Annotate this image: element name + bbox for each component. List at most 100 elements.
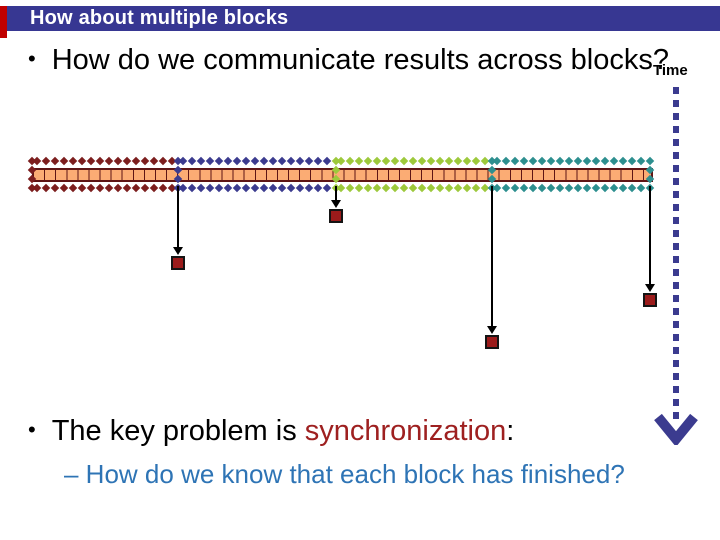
block-3-diamond-bottom <box>354 183 364 193</box>
block-1-diamond-top <box>149 156 159 166</box>
block-2-diamond-bottom <box>241 183 251 193</box>
block-2-diamond-bottom <box>223 183 233 193</box>
block-boundary-diamond <box>645 183 655 193</box>
slide-title: How about multiple blocks <box>30 7 289 29</box>
left-accent-strip <box>0 6 7 38</box>
block-2-diamond-top <box>295 156 305 166</box>
block-4-diamond-top <box>627 156 637 166</box>
block-1-diamond-bottom <box>59 183 69 193</box>
block-finish-arrow-head <box>645 284 655 292</box>
time-arrow-dash <box>673 152 679 159</box>
block-4-diamond-bottom <box>564 183 574 193</box>
bullet-key-problem-prefix: The key problem is <box>51 415 305 447</box>
block-boundary-diamond <box>331 165 341 175</box>
sub-bullet-finished-question: – How do we know that each block has fin… <box>64 459 625 489</box>
block-4-diamond-top <box>618 156 628 166</box>
block-1-diamond-bottom <box>140 183 150 193</box>
bullet-communicate-text: How do we communicate results across blo… <box>51 44 670 76</box>
block-3-diamond-top <box>471 156 481 166</box>
block-boundary-diamond <box>487 174 497 184</box>
block-2-diamond-bottom <box>178 183 188 193</box>
block-4-diamond-top <box>546 156 556 166</box>
bullet-key-problem-suffix: : <box>506 415 515 447</box>
block-3-diamond-bottom <box>417 183 427 193</box>
block-1-diamond-top <box>122 156 132 166</box>
block-4-diamond-top <box>636 156 646 166</box>
block-2-diamond-bottom <box>187 183 197 193</box>
block-2-diamond-top <box>205 156 215 166</box>
block-3-diamond-bottom <box>372 183 382 193</box>
block-4-diamond-top <box>555 156 565 166</box>
block-4-diamond-bottom <box>636 183 646 193</box>
block-2-diamond-bottom <box>322 183 332 193</box>
time-arrow-dash <box>673 113 679 120</box>
block-2-diamond-top <box>250 156 260 166</box>
block-3-diamond-top <box>435 156 445 166</box>
block-3-diamond-bottom <box>453 183 463 193</box>
block-1-diamond-top <box>41 156 51 166</box>
block-2-diamond-top <box>259 156 269 166</box>
block-3-diamond-bottom <box>462 183 472 193</box>
block-4-diamond-bottom <box>591 183 601 193</box>
block-boundary-diamond <box>173 183 183 193</box>
block-1-diamond-top <box>104 156 114 166</box>
block-2-diamond-top <box>214 156 224 166</box>
block-finish-arrow-line <box>177 186 179 247</box>
block-finish-arrow-line <box>491 186 493 326</box>
block-4-diamond-top <box>591 156 601 166</box>
time-arrow-dash <box>673 334 679 341</box>
block-3-diamond-top <box>399 156 409 166</box>
time-arrow-dash <box>673 308 679 315</box>
block-1-diamond-top <box>95 156 105 166</box>
time-arrow-dash <box>673 217 679 224</box>
block-4-diamond-bottom <box>573 183 583 193</box>
block-4-diamond-bottom <box>609 183 619 193</box>
block-3-diamond-top <box>345 156 355 166</box>
block-4-diamond-top <box>582 156 592 166</box>
block-3-diamond-bottom <box>399 183 409 193</box>
block-2-diamond-top <box>277 156 287 166</box>
block-2-diamond-top <box>268 156 278 166</box>
bullet-communicate: •How do we communicate results across bl… <box>28 44 669 77</box>
time-arrow-dash <box>673 243 679 250</box>
time-arrow-dash <box>673 100 679 107</box>
block-4-diamond-bottom <box>627 183 637 193</box>
block-4-diamond-bottom <box>528 183 538 193</box>
block-2-diamond-top <box>313 156 323 166</box>
time-arrow-dash <box>673 399 679 406</box>
block-boundary-diamond <box>27 156 37 166</box>
block-3-diamond-top <box>417 156 427 166</box>
time-axis-label: Time <box>653 62 688 79</box>
block-4-diamond-bottom <box>582 183 592 193</box>
block-3-diamond-top <box>444 156 454 166</box>
block-1-diamond-top <box>158 156 168 166</box>
block-4-diamond-bottom <box>492 183 502 193</box>
block-1-diamond-bottom <box>104 183 114 193</box>
block-2-diamond-top <box>286 156 296 166</box>
time-arrow-dash <box>673 126 679 133</box>
time-arrow-dash <box>673 178 679 185</box>
block-2-diamond-bottom <box>259 183 269 193</box>
block-1-diamond-top <box>68 156 78 166</box>
block-2-diamond-top <box>223 156 233 166</box>
block-finish-arrow-head <box>173 247 183 255</box>
block-3-diamond-bottom <box>480 183 490 193</box>
time-arrow-chevron-icon <box>654 413 700 447</box>
block-boundary-diamond <box>331 156 341 166</box>
block-1-diamond-top <box>113 156 123 166</box>
block-1-diamond-bottom <box>77 183 87 193</box>
block-3-diamond-bottom <box>435 183 445 193</box>
block-3-diamond-top <box>372 156 382 166</box>
block-3-diamond-top <box>426 156 436 166</box>
block-3-diamond-bottom <box>381 183 391 193</box>
time-arrow-dash <box>673 230 679 237</box>
block-2-diamond-top <box>241 156 251 166</box>
result-square <box>643 293 657 307</box>
block-4-diamond-top <box>564 156 574 166</box>
block-4-diamond-top <box>528 156 538 166</box>
block-4-diamond-top <box>600 156 610 166</box>
block-1-diamond-bottom <box>158 183 168 193</box>
time-arrow-dash <box>673 269 679 276</box>
block-boundary-diamond <box>487 165 497 175</box>
block-2-diamond-bottom <box>313 183 323 193</box>
